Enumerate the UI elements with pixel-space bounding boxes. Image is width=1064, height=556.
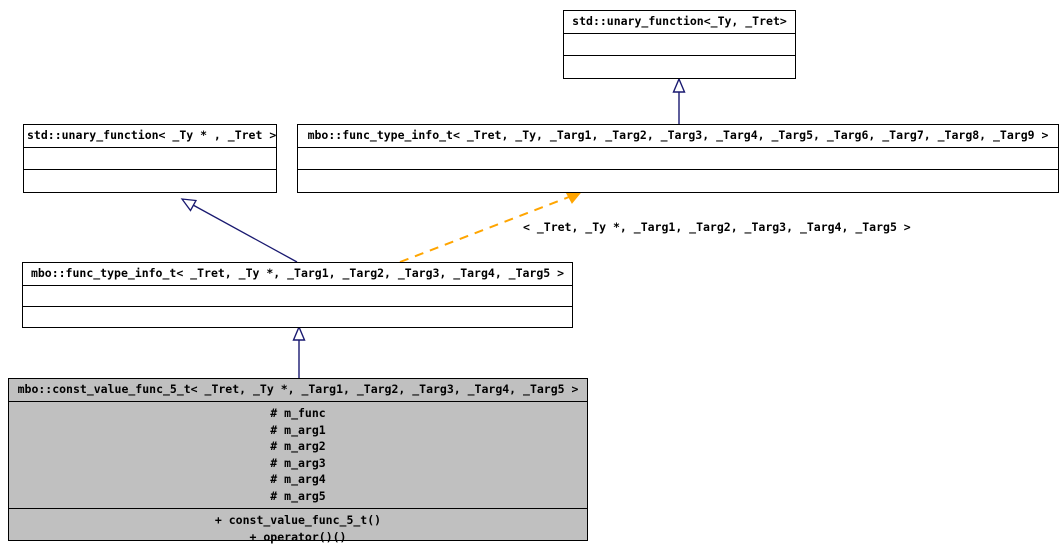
edge-const5-to-info5 [292,325,306,378]
edge-info9-to-unary-ty-tret [672,77,686,124]
class-operations-compartment [298,170,1058,192]
class-box-mbo-func-type-info-t-9[interactable]: mbo::func_type_info_t< _Tret, _Ty, _Targ… [297,124,1059,193]
class-box-mbo-func-type-info-t-5[interactable]: mbo::func_type_info_t< _Tret, _Ty *, _Ta… [22,262,573,328]
class-attributes-compartment [564,34,795,56]
class-box-std-unary-function-ty-tret[interactable]: std::unary_function<_Ty, _Tret> [563,10,796,79]
class-title: mbo::func_type_info_t< _Tret, _Ty *, _Ta… [23,263,572,286]
class-title: mbo::func_type_info_t< _Tret, _Ty, _Targ… [298,125,1058,148]
class-operation: + const_value_func_5_t() [214,513,382,527]
class-operation: + operator()() [249,529,347,544]
class-attribute: # m_func [270,406,326,420]
class-title: std::unary_function<_Ty, _Tret> [564,11,795,34]
class-title: std::unary_function< _Ty * , _Tret > [24,125,276,148]
class-box-std-unary-function-typtr-tret[interactable]: std::unary_function< _Ty * , _Tret > [23,124,277,193]
class-attribute: # m_arg5 [270,488,326,503]
class-attribute: # m_arg2 [270,439,326,453]
class-attributes-compartment [298,148,1058,170]
class-attribute: # m_arg3 [270,455,326,470]
class-box-mbo-const-value-func-5-t[interactable]: mbo::const_value_func_5_t< _Tret, _Ty *,… [8,378,588,544]
class-attributes-compartment: # m_func # m_arg1 # m_arg2 # m_arg3 # m_… [9,402,587,509]
edge-info5-to-unary-typtr-tret [180,198,298,263]
edge-label-template-binding: < _Tret, _Ty *, _Targ1, _Targ2, _Targ3, … [523,220,911,234]
class-operations-compartment [23,307,572,328]
class-attributes-compartment [23,286,572,307]
class-attributes-compartment [24,148,276,170]
class-title: mbo::const_value_func_5_t< _Tret, _Ty *,… [9,379,587,402]
class-operations-compartment: + const_value_func_5_t() + operator()() [9,509,587,549]
class-attribute: # m_arg1 [270,422,326,437]
class-operations-compartment [564,56,795,78]
class-attribute: # m_arg4 [270,472,326,486]
class-operations-compartment [24,170,276,192]
